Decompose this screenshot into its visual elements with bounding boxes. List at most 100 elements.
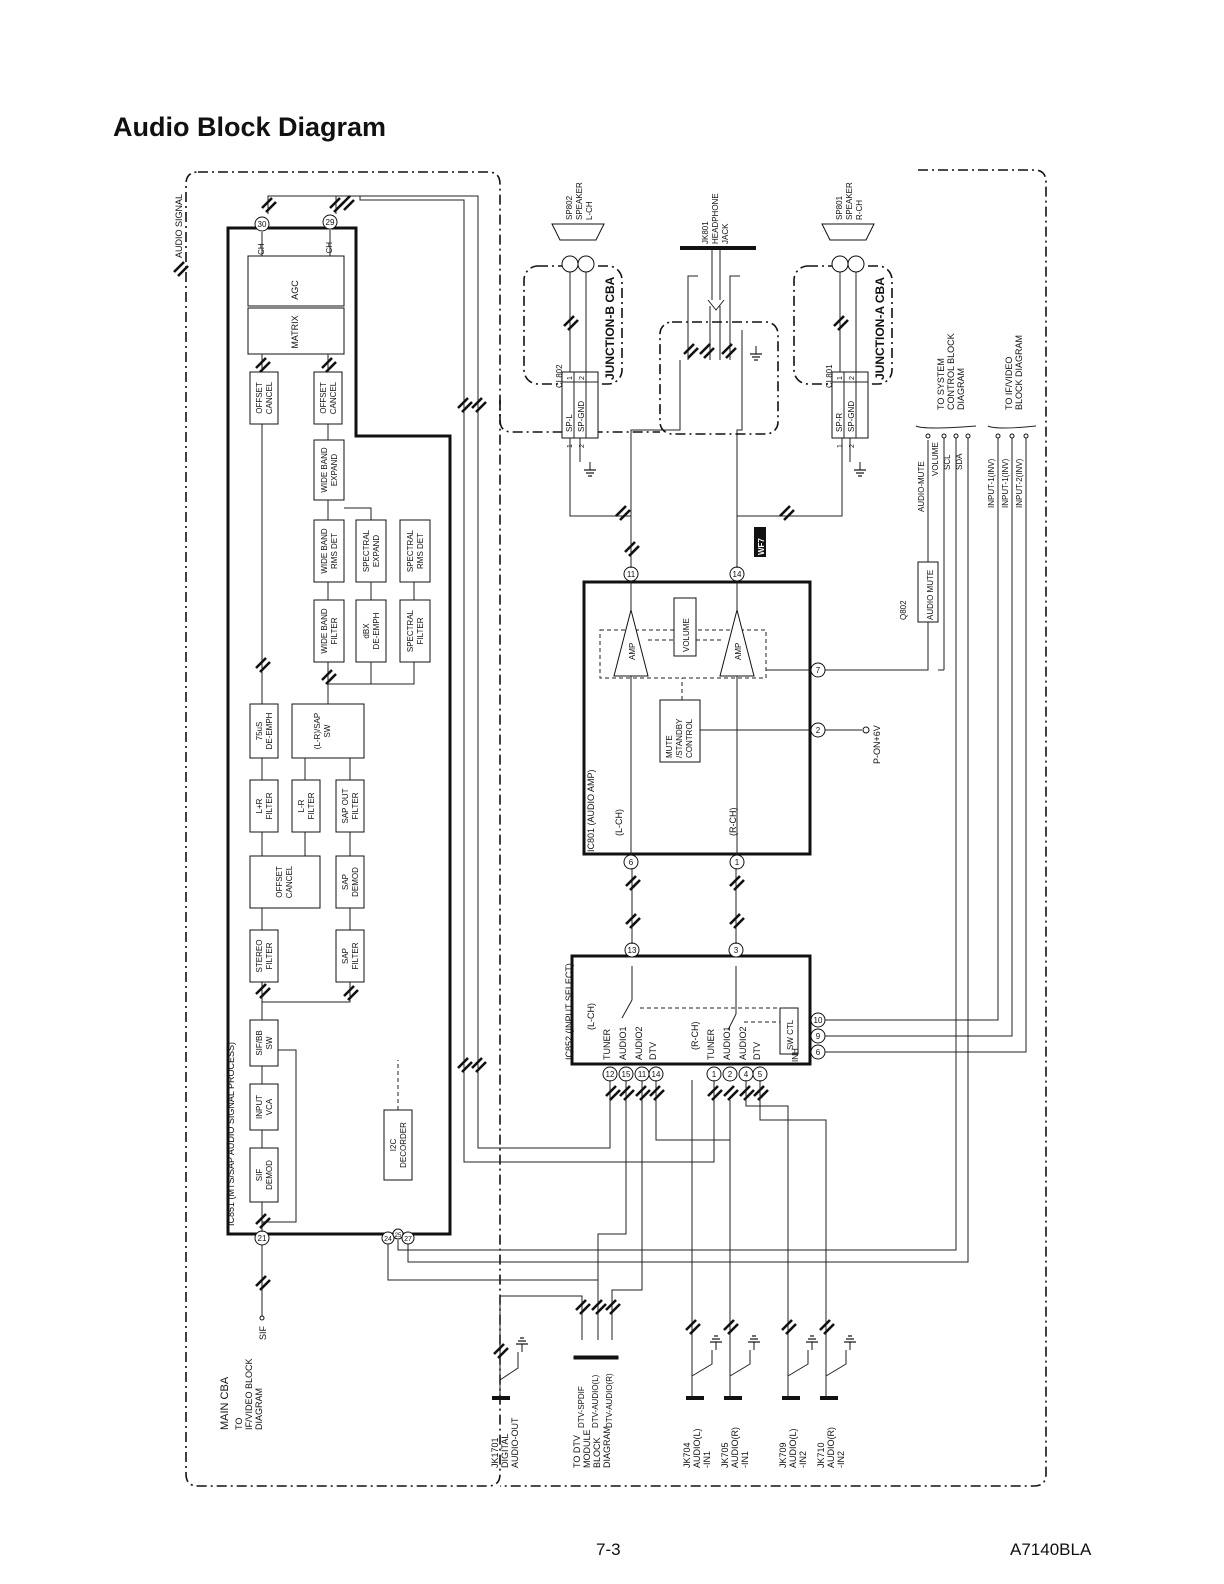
ic852-outline bbox=[570, 954, 812, 1066]
ic851-pin-sif: 21 bbox=[254, 1230, 270, 1246]
sif-input-label: SIF bbox=[258, 1325, 268, 1340]
svg-text:WIDE BAND: WIDE BAND bbox=[320, 608, 329, 654]
pon-6v: P-ON+6V bbox=[825, 725, 882, 764]
svg-text:MUTE: MUTE bbox=[665, 735, 674, 758]
svg-text:Q802: Q802 bbox=[899, 600, 908, 620]
svg-text:DEMOD: DEMOD bbox=[351, 867, 360, 897]
svg-text:1: 1 bbox=[567, 444, 574, 448]
svg-text:CONTROL BLOCK: CONTROL BLOCK bbox=[946, 333, 956, 410]
svg-text:DE-EMPH: DE-EMPH bbox=[265, 712, 274, 749]
q802-audio-mute: AUDIO MUTE Q802 bbox=[825, 450, 939, 671]
ic851-label: IC851 (MTS/SAP AUDIO SIGNAL PROCESS) bbox=[226, 1042, 236, 1226]
right-cba-boundary bbox=[500, 169, 1047, 1487]
system-control-bus: AUDIO-MUTE VOLUME SCL SDA TO SYSTEM CONT… bbox=[397, 333, 977, 1263]
svg-text:DTV-AUDIO(R): DTV-AUDIO(R) bbox=[605, 1373, 614, 1428]
ic801-amp-r: AMP bbox=[719, 609, 755, 677]
svg-text:TO: TO bbox=[234, 1418, 244, 1430]
svg-text:FILTER: FILTER bbox=[351, 792, 360, 819]
svg-text:TUNER: TUNER bbox=[602, 1029, 612, 1060]
cl801-connector: CL801 1 2 SP-R SP-GND 1 2 bbox=[825, 364, 869, 477]
ic801-l-ch: (L-CH) bbox=[614, 809, 624, 836]
svg-text:IF/VIDEO BLOCK: IF/VIDEO BLOCK bbox=[244, 1358, 254, 1430]
svg-text:1: 1 bbox=[837, 376, 844, 380]
ic801-dash-group bbox=[599, 629, 767, 679]
svg-text:BLOCK DIAGRAM: BLOCK DIAGRAM bbox=[1014, 335, 1024, 410]
ic851-block-sap-filter: SAP FILTER bbox=[335, 929, 365, 983]
svg-text:MODULE: MODULE bbox=[582, 1429, 592, 1468]
svg-text:RMS DET: RMS DET bbox=[416, 533, 425, 569]
svg-text:SIF: SIF bbox=[255, 1169, 264, 1182]
svg-text:TUNER: TUNER bbox=[706, 1029, 716, 1060]
svg-text:6: 6 bbox=[629, 858, 634, 867]
svg-text:AUDIO-MUTE: AUDIO-MUTE bbox=[917, 461, 926, 512]
svg-text:CANCEL: CANCEL bbox=[265, 381, 274, 414]
junction-b-label: JUNCTION-B CBA bbox=[603, 276, 617, 380]
svg-text:CL801: CL801 bbox=[825, 364, 834, 388]
svg-text:9: 9 bbox=[816, 1032, 821, 1041]
svg-text:2: 2 bbox=[816, 726, 821, 735]
svg-text:AUDIO(L): AUDIO(L) bbox=[692, 1428, 702, 1468]
svg-text:6: 6 bbox=[816, 1048, 821, 1057]
svg-text:SW: SW bbox=[323, 724, 332, 737]
ic801-amp-l: AMP bbox=[613, 609, 649, 677]
svg-text:10: 10 bbox=[814, 1016, 823, 1025]
ic851-block-dbx-de-emph: dBX DE-EMPH bbox=[355, 599, 387, 663]
svg-text:JACK: JACK bbox=[721, 223, 730, 244]
sp802-speaker: SP802 SPEAKER L-CH bbox=[551, 182, 605, 372]
svg-text:L-CH: L-CH bbox=[585, 201, 594, 220]
svg-text:24: 24 bbox=[384, 1236, 392, 1243]
amp-to-speaker-lines bbox=[569, 360, 843, 568]
ic852-switch-l bbox=[621, 966, 790, 1019]
svg-text:30: 30 bbox=[258, 220, 267, 229]
svg-text:FILTER: FILTER bbox=[265, 942, 274, 969]
svg-text:TO IF/VIDEO: TO IF/VIDEO bbox=[1004, 357, 1014, 410]
ic801-r-ch: (R-CH) bbox=[728, 808, 738, 837]
jk705-audio-r-in1: JK705 AUDIO(R) -IN1 bbox=[720, 1100, 761, 1468]
svg-text:SAP: SAP bbox=[341, 948, 350, 964]
svg-text:OFFSET: OFFSET bbox=[255, 382, 264, 414]
ic851-block-wide-band-expand: WIDE BAND EXPAND bbox=[313, 439, 345, 501]
svg-text:R-CH: R-CH bbox=[855, 200, 864, 220]
headphone-jack-boundary bbox=[659, 321, 779, 435]
svg-text:SDA: SDA bbox=[955, 453, 964, 470]
svg-text:SP-R: SP-R bbox=[835, 413, 844, 432]
ic851-block-sap-demod: SAP DEMOD bbox=[335, 855, 365, 909]
svg-text:JK709: JK709 bbox=[778, 1442, 788, 1468]
svg-text:1: 1 bbox=[567, 376, 574, 380]
ic852-to-ic801-lines bbox=[624, 868, 746, 944]
cl802-connector: CL802 1 2 SP-L SP-GND 1 2 bbox=[555, 364, 599, 477]
ic801-volume: VOLUME bbox=[673, 597, 697, 657]
svg-text:AUDIO-OUT: AUDIO-OUT bbox=[510, 1417, 520, 1468]
i2c-lines bbox=[387, 1244, 598, 1281]
ic851-block-input-vca: INPUT VCA bbox=[249, 1083, 279, 1131]
svg-text:DEMOD: DEMOD bbox=[265, 1160, 274, 1190]
ic851-block-sif-bb-sw: SIF/BB SW bbox=[249, 1019, 279, 1067]
svg-text:DECORDER: DECORDER bbox=[399, 1122, 408, 1168]
svg-text:11: 11 bbox=[627, 570, 636, 579]
svg-text:AUDIO(R): AUDIO(R) bbox=[826, 1427, 836, 1468]
svg-text:CONTROL: CONTROL bbox=[685, 718, 694, 758]
svg-text:DTV: DTV bbox=[648, 1042, 658, 1060]
svg-text:7: 7 bbox=[816, 666, 821, 675]
svg-text:FILTER: FILTER bbox=[330, 617, 339, 644]
svg-text:dBX: dBX bbox=[362, 623, 371, 639]
svg-text:25: 25 bbox=[395, 1233, 402, 1239]
svg-text:I2C: I2C bbox=[389, 1139, 398, 1152]
svg-text:AUDIO2: AUDIO2 bbox=[634, 1026, 644, 1060]
svg-text:27: 27 bbox=[404, 1236, 412, 1243]
ic801-pins: 6 1 11 14 7 2 bbox=[623, 566, 826, 870]
svg-text:CANCEL: CANCEL bbox=[329, 381, 338, 414]
svg-text:AUDIO MUTE: AUDIO MUTE bbox=[926, 570, 935, 620]
svg-text:2: 2 bbox=[849, 444, 856, 448]
svg-text:-IN2: -IN2 bbox=[798, 1451, 808, 1468]
document-code: A7140BLA bbox=[1010, 1540, 1092, 1559]
svg-text:2: 2 bbox=[849, 376, 856, 380]
ic851-pin-27: 27 bbox=[401, 1231, 415, 1245]
svg-text:DIGITAL: DIGITAL bbox=[500, 1434, 510, 1468]
to-if-video-label: TO IF/VIDEO BLOCK DIAGRAM bbox=[234, 1358, 264, 1430]
svg-text:TO DTV: TO DTV bbox=[572, 1435, 582, 1468]
svg-text:-IN1: -IN1 bbox=[740, 1451, 750, 1468]
svg-text:14: 14 bbox=[652, 1070, 661, 1079]
dtv-bus: DTV-SPDIF DTV-AUDIO(L) DTV-AUDIO(R) TO D… bbox=[500, 1080, 770, 1468]
